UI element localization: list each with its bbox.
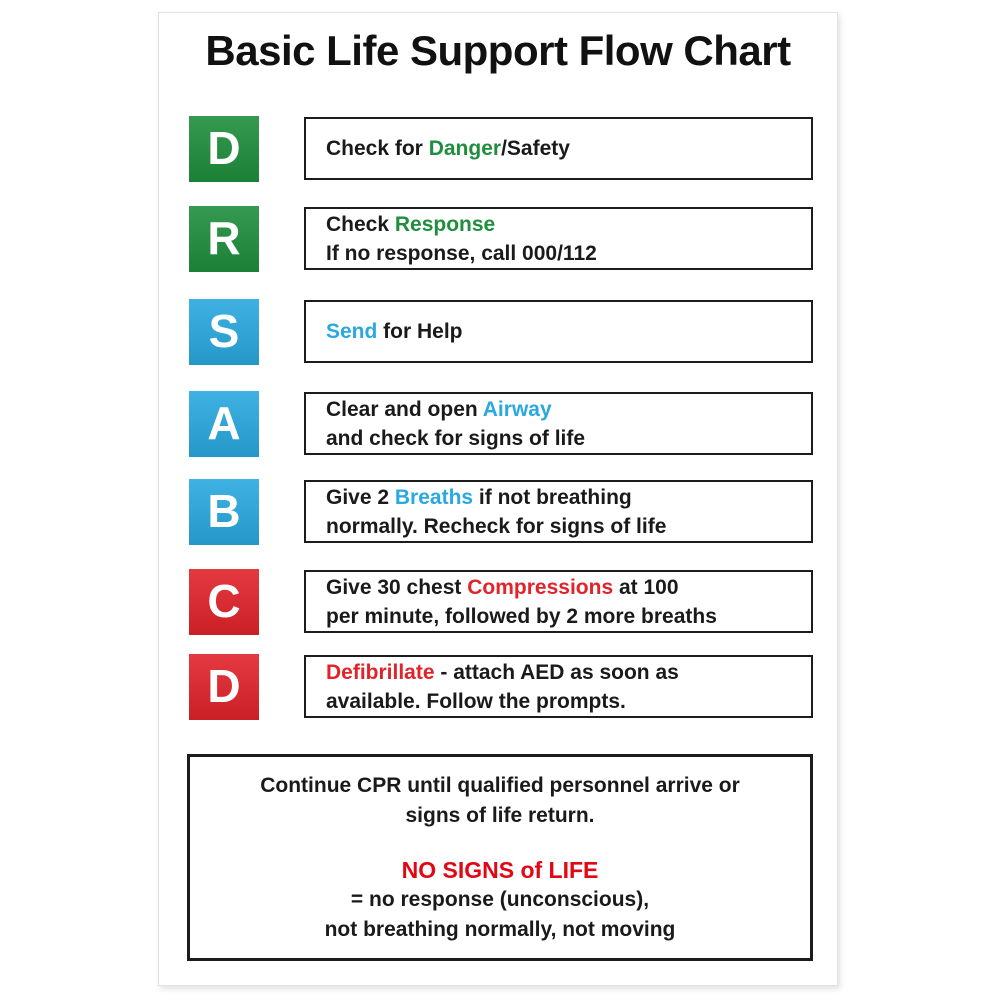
step-box-defibrillate: Defibrillate - attach AED as soon as ava…	[304, 655, 813, 718]
step-text: Clear and open	[326, 397, 483, 421]
flow-row-compressions: C Give 30 chest Compressions at 100 per …	[159, 569, 837, 635]
letter-tile-send: S	[189, 299, 259, 365]
no-signs-definition-line-2: not breathing normally, not moving	[324, 918, 676, 941]
step-text: - attach AED as soon as	[434, 660, 679, 684]
letter-tile-defibrillate: D	[189, 654, 259, 720]
step-line: Check Response	[326, 210, 791, 239]
step-line: Clear and open Airway	[326, 395, 791, 424]
step-keyword: Response	[394, 212, 496, 236]
step-box-airway: Clear and open Airway and check for sign…	[304, 392, 813, 455]
step-line: Give 30 chest Compressions at 100	[326, 573, 791, 602]
step-keyword: Compressions	[467, 575, 614, 599]
step-box-send: Send for Help	[304, 300, 813, 363]
step-text: Check for	[326, 137, 429, 160]
step-box-danger: Check for Danger/Safety	[304, 117, 813, 180]
letter-tile-breaths: B	[189, 479, 259, 545]
flow-row-danger: D Check for Danger/Safety	[159, 116, 837, 182]
letter-tile-compressions: C	[189, 569, 259, 635]
flow-row-breaths: B Give 2 Breaths if not breathing normal…	[159, 479, 837, 545]
step-line: Send for Help	[326, 317, 791, 346]
step-keyword: Defibrillate	[326, 660, 435, 684]
step-box-response: Check Response If no response, call 000/…	[304, 207, 813, 270]
step-text: Give 2	[326, 485, 395, 509]
flow-row-response: R Check Response If no response, call 00…	[159, 206, 837, 272]
cpr-instruction-line-1: Continue CPR until qualified personnel a…	[260, 774, 740, 797]
step-box-compressions: Give 30 chest Compressions at 100 per mi…	[304, 570, 813, 633]
flow-row-defibrillate: D Defibrillate - attach AED as soon as a…	[159, 654, 837, 720]
step-text: if not breathing	[473, 485, 632, 509]
step-keyword: Airway	[482, 397, 552, 421]
letter-tile-airway: A	[189, 391, 259, 457]
letter-tile-danger: D	[189, 116, 259, 182]
step-line: Check for Danger/Safety	[326, 134, 791, 163]
step-text: Check	[326, 212, 395, 236]
step-text: at 100	[613, 575, 679, 599]
step-line: Defibrillate - attach AED as soon as	[326, 658, 791, 687]
poster-title: Basic Life Support Flow Chart	[205, 27, 791, 74]
step-text: /Safety	[501, 137, 570, 160]
flow-row-send: S Send for Help	[159, 299, 837, 365]
flow-row-airway: A Clear and open Airway and check for si…	[159, 391, 837, 457]
no-signs-of-life-heading: NO SIGNS of LIFE	[401, 857, 599, 883]
step-keyword: Breaths	[394, 485, 474, 509]
no-signs-definition-line-1: = no response (unconscious),	[350, 888, 650, 911]
step-keyword: Danger	[428, 137, 502, 160]
step-box-breaths: Give 2 Breaths if not breathing normally…	[304, 480, 813, 543]
letter-tile-response: R	[189, 206, 259, 272]
step-line: Give 2 Breaths if not breathing	[326, 483, 791, 512]
step-line-2: per minute, followed by 2 more breaths	[326, 604, 717, 628]
step-line-2: normally. Recheck for signs of life	[326, 514, 667, 538]
step-line-2: and check for signs of life	[326, 426, 586, 450]
footer-note-box: Continue CPR until qualified personnel a…	[187, 754, 813, 961]
cpr-instruction-line-2: signs of life return.	[405, 804, 595, 827]
step-line-2: If no response, call 000/112	[326, 241, 597, 265]
step-text: for Help	[377, 320, 463, 343]
step-keyword: Send	[326, 320, 378, 343]
step-line-2: available. Follow the prompts.	[326, 689, 626, 713]
poster-card: Basic Life Support Flow Chart D Check fo…	[158, 12, 838, 986]
step-text: Give 30 chest	[326, 575, 468, 599]
